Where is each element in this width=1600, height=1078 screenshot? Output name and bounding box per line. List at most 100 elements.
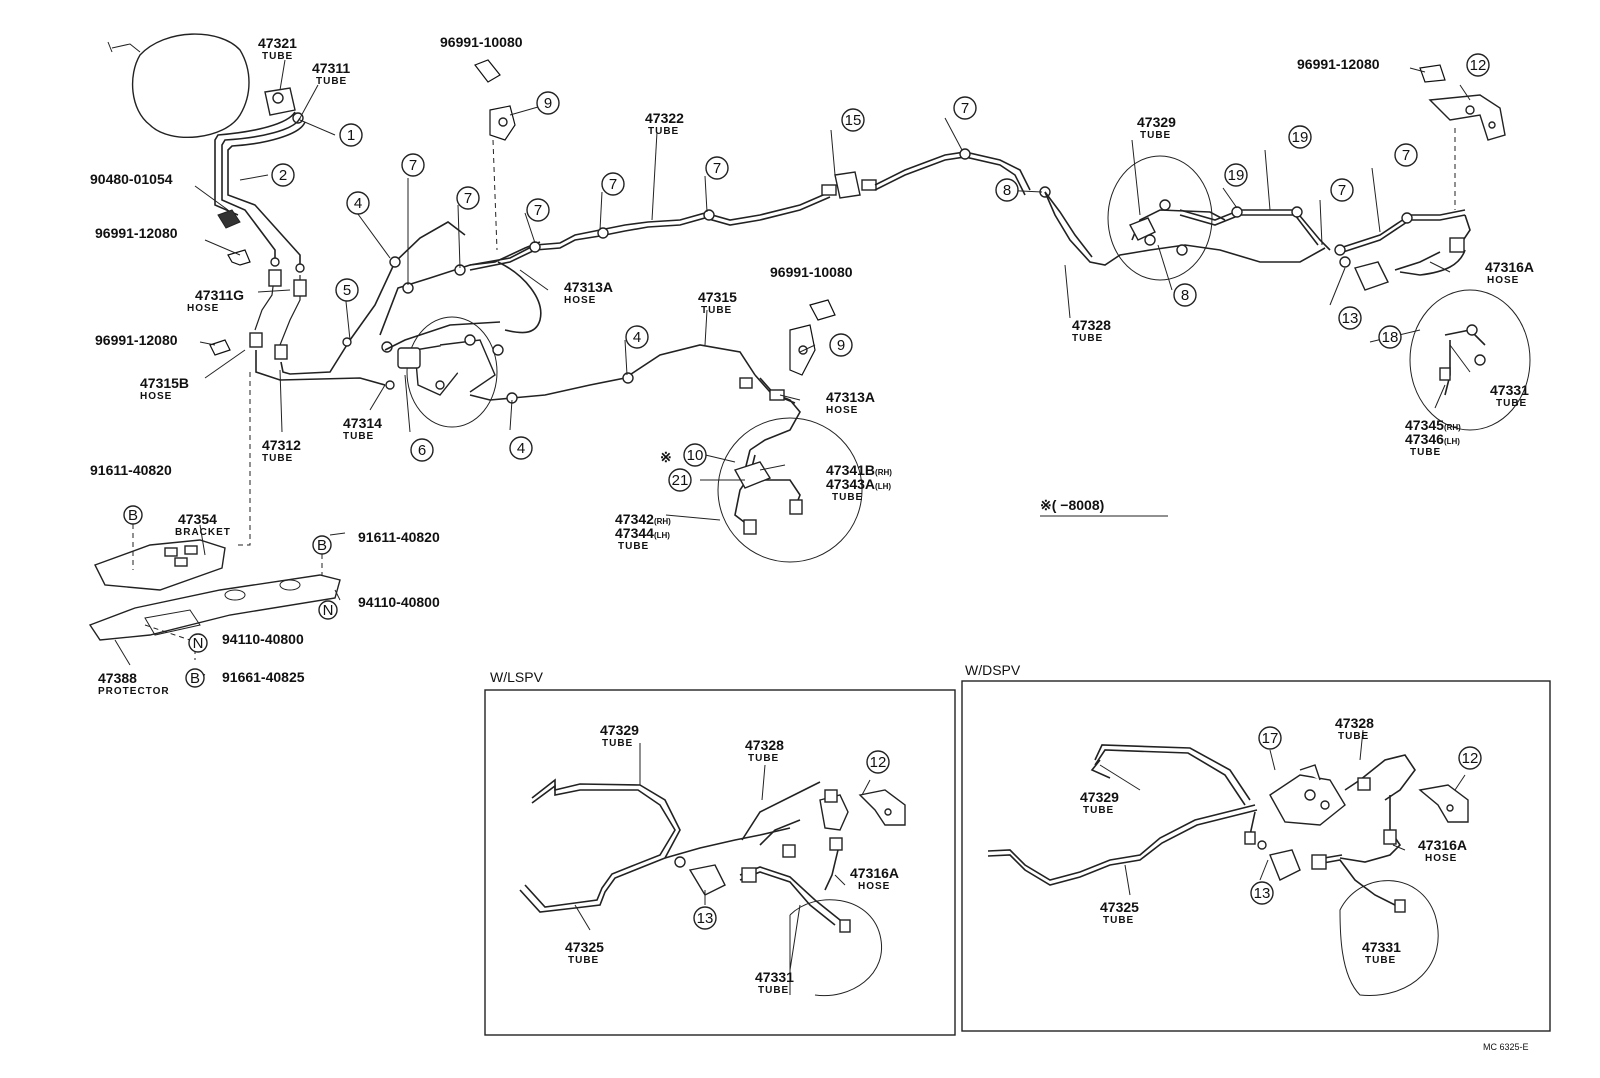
svg-text:TUBE: TUBE — [1338, 731, 1369, 742]
bracket-47354 — [94, 539, 226, 591]
svg-text:TUBE: TUBE — [1410, 447, 1441, 458]
label-47388: 47388 — [98, 670, 137, 686]
lspv-label-47331: 47331 — [755, 969, 794, 985]
svg-text:HOSE: HOSE — [140, 391, 172, 402]
drawing-code: MC 6325-E — [1483, 1042, 1529, 1052]
svg-text:18: 18 — [1382, 329, 1399, 346]
callout-7-h: 7 — [1394, 143, 1418, 167]
callout-1: 1 — [339, 123, 363, 147]
rear-right-drum — [1409, 289, 1531, 431]
rear-main-tube — [874, 148, 1326, 266]
leader-lines — [114, 59, 1471, 676]
svg-text:B: B — [317, 537, 327, 554]
callout-7-g: 7 — [1330, 178, 1354, 202]
callout-8-a: 8 — [995, 178, 1019, 202]
svg-text:TUBE: TUBE — [618, 541, 649, 552]
label-47321: 47321 — [258, 35, 297, 51]
callout-9-a: 9 — [536, 91, 560, 115]
svg-text:4: 4 — [354, 195, 362, 212]
dspv-title: W/DSPV — [965, 662, 1021, 678]
svg-text:12: 12 — [1462, 750, 1479, 767]
svg-text:TUBE: TUBE — [748, 753, 779, 764]
callout-N-1: N — [318, 600, 338, 620]
label-96991-12080-c: 96991-12080 — [1297, 56, 1380, 72]
callout-15: 15 — [841, 108, 865, 132]
front-crossover-tubes — [342, 221, 756, 404]
svg-text:TUBE: TUBE — [1365, 955, 1396, 966]
callout-circles: 1 2 4 4 4 5 6 7 7 7 7 7 7 7 7 8 8 9 9 10… — [123, 53, 1490, 688]
label-47311G: 47311G — [195, 287, 244, 303]
dspv-callout-13: 13 — [1250, 881, 1274, 905]
label-47315B: 47315B — [140, 375, 189, 391]
lspv-label-47328: 47328 — [745, 737, 784, 753]
svg-text:TUBE: TUBE — [1496, 398, 1527, 409]
label-96991-10080-a: 96991-10080 — [440, 34, 523, 50]
callout-B-1: B — [123, 505, 143, 525]
svg-text:7: 7 — [409, 157, 417, 174]
callout-21: 21 — [668, 468, 692, 492]
svg-text:TUBE: TUBE — [262, 453, 293, 464]
label-47314: 47314 — [343, 415, 382, 431]
lspv-callout-12: 12 — [866, 750, 890, 774]
svg-text:N: N — [323, 602, 334, 619]
svg-text:4: 4 — [633, 329, 641, 346]
svg-text:HOSE: HOSE — [826, 405, 858, 416]
callout-7-f: 7 — [953, 96, 977, 120]
svg-text:12: 12 — [870, 754, 887, 771]
svg-text:12: 12 — [1470, 57, 1487, 74]
callout-9-b: 9 — [829, 333, 853, 357]
brake-booster-master-cylinder — [107, 33, 304, 138]
main-tube-47322 — [469, 191, 831, 271]
svg-text:8: 8 — [1181, 287, 1189, 304]
clip-96991-12080-a — [227, 249, 251, 266]
lspv-inset: W/LSPV 47329 TUBE 47328 TUBE 47316A — [484, 669, 956, 1036]
callout-B-3: B — [185, 668, 205, 688]
callout-N-2: N — [188, 633, 208, 653]
label-96991-12080-b: 96991-12080 — [95, 332, 178, 348]
svg-text:1: 1 — [347, 127, 355, 144]
label-94110-40800-a: 94110-40800 — [358, 594, 440, 610]
svg-text:TUBE: TUBE — [316, 76, 347, 87]
svg-text:13: 13 — [697, 910, 714, 927]
lspv-label-47325: 47325 — [565, 939, 604, 955]
svg-text:7: 7 — [534, 202, 542, 219]
svg-text:7: 7 — [609, 176, 617, 193]
svg-text:BRACKET: BRACKET — [175, 527, 231, 538]
label-91611-40820-b: 91611-40820 — [358, 529, 440, 545]
label-47342: 47342(RH) — [615, 511, 671, 527]
front-right-brake — [717, 374, 863, 563]
callout-7-e: 7 — [705, 156, 729, 180]
callout-12: 12 — [1466, 53, 1490, 77]
label-47341B: 47341B(RH) — [826, 462, 892, 478]
svg-text:HOSE: HOSE — [1425, 853, 1457, 864]
svg-text:19: 19 — [1228, 167, 1245, 184]
svg-text:TUBE: TUBE — [701, 305, 732, 316]
dspv-label-47329: 47329 — [1080, 789, 1119, 805]
label-47316A: 47316A — [1485, 259, 1534, 275]
rear-right-tubes — [1334, 209, 1471, 276]
callout-10: 10 — [683, 443, 707, 467]
proportioning-valve — [381, 341, 421, 390]
callout-18: 18 — [1378, 325, 1402, 349]
callout-8-b: 8 — [1173, 283, 1197, 307]
label-47315: 47315 — [698, 289, 737, 305]
lspv-label-47316A: 47316A — [850, 865, 899, 881]
front-left-brake-disc — [406, 316, 504, 428]
label-91611-40820-a: 91611-40820 — [90, 462, 172, 478]
clip-9-right — [789, 324, 816, 376]
label-96991-12080-a: 96991-12080 — [95, 225, 178, 241]
svg-text:7: 7 — [1338, 182, 1346, 199]
svg-text:7: 7 — [961, 100, 969, 117]
callout-19-b: 19 — [1288, 125, 1312, 149]
svg-text:7: 7 — [464, 190, 472, 207]
svg-text:HOSE: HOSE — [1487, 275, 1519, 286]
callout-7-d: 7 — [601, 172, 625, 196]
union-joint-15 — [821, 171, 877, 199]
svg-text:HOSE: HOSE — [187, 303, 219, 314]
dspv-callout-17: 17 — [1258, 726, 1282, 750]
callout-13: 13 — [1338, 306, 1362, 330]
callout-5: 5 — [335, 278, 359, 302]
label-47312: 47312 — [262, 437, 301, 453]
label-47343A: 47343A(LH) — [826, 476, 891, 492]
